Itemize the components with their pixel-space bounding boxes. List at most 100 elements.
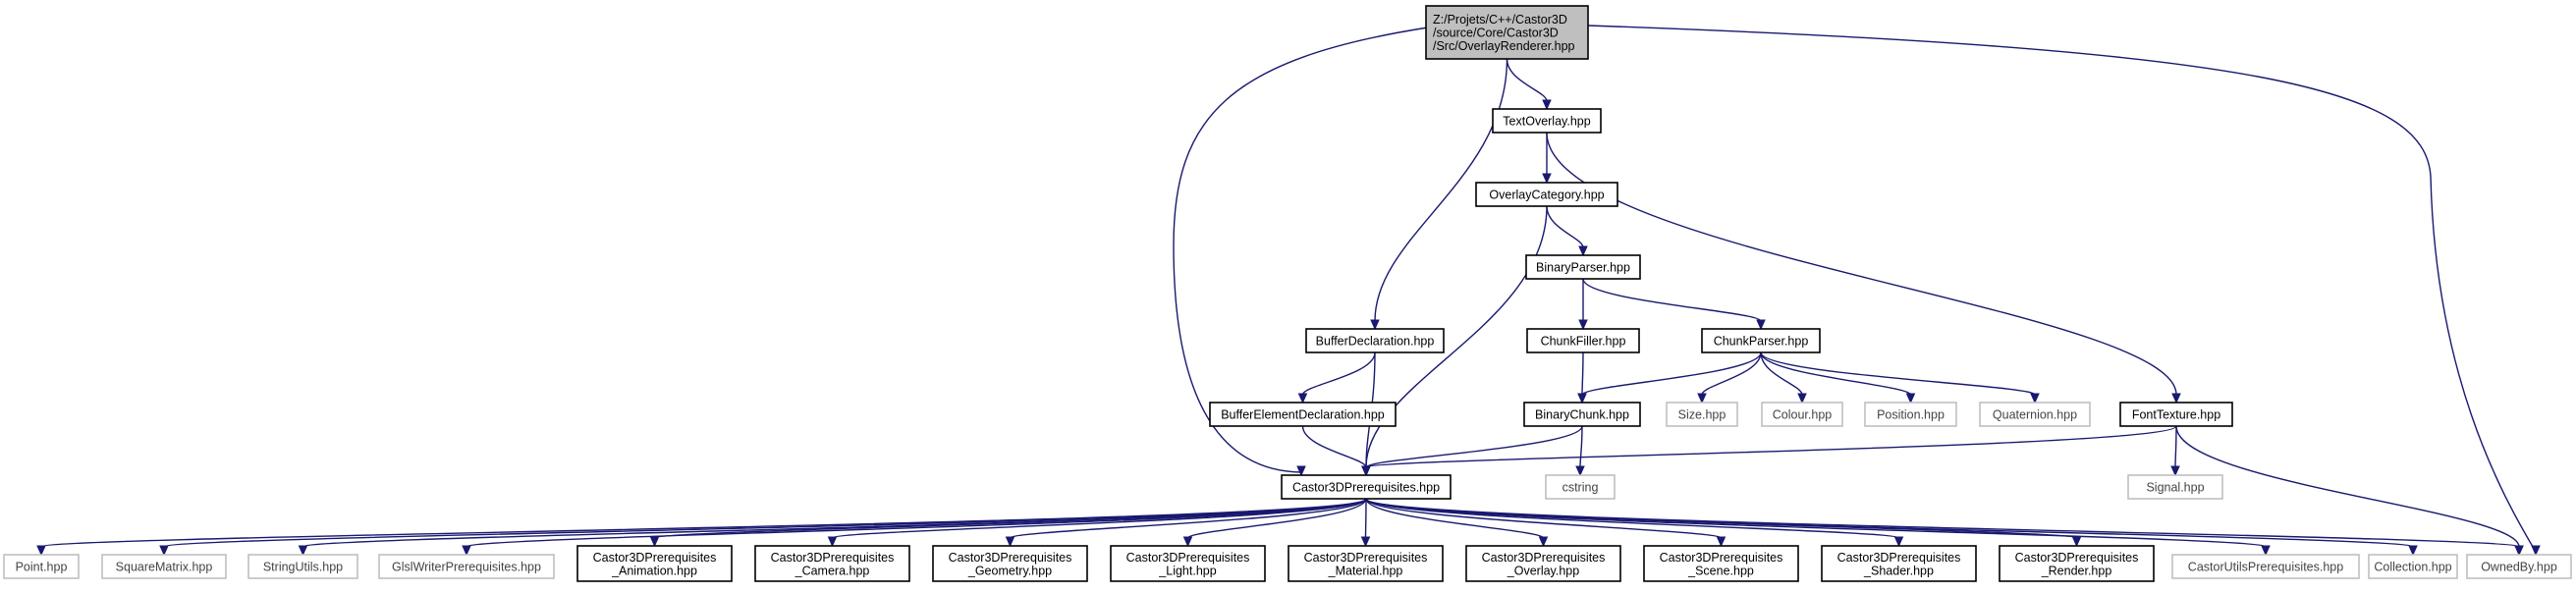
edge-castor3d_prerequisites-to-castor_utils_prerequisites [1365, 498, 2271, 557]
edge-binary_parser-to-chunk_parser [1582, 278, 1766, 331]
node-label: Quaternion.hpp [1993, 408, 2077, 422]
node-label: _Animation.hpp [611, 564, 697, 577]
node-prereq-overlay[interactable]: Castor3DPrerequisites_Overlay.hpp [1465, 545, 1621, 582]
node-prereq-render[interactable]: Castor3DPrerequisites_Render.hpp [1999, 545, 2155, 582]
node-box [2171, 554, 2360, 579]
node-quaternion: Quaternion.hpp [1979, 402, 2091, 427]
node-root[interactable]: Z:/Projets/C++/Castor3D/source/Core/Cast… [1425, 5, 1589, 60]
node-prereq-material[interactable]: Castor3DPrerequisites_Material.hpp [1288, 545, 1444, 582]
node-box [1701, 328, 1821, 353]
node-owned-by: OwnedBy.hpp [2466, 554, 2572, 579]
node-label: BufferDeclaration.hpp [1316, 335, 1435, 349]
node-overlay-category[interactable]: OverlayCategory.hpp [1475, 182, 1618, 207]
node-label: _Geometry.hpp [967, 564, 1052, 577]
node-label: OwnedBy.hpp [2481, 561, 2557, 574]
node-label: _Scene.hpp [1687, 564, 1754, 577]
edge-arrowhead [1360, 536, 1371, 548]
edge-root-to-castor3d_prerequisites [1173, 27, 1429, 477]
node-position: Position.hpp [1864, 402, 1957, 427]
node-label: TextOverlay.hpp [1503, 115, 1590, 129]
node-box [1761, 402, 1843, 427]
node-prereq-shader[interactable]: Castor3DPrerequisites_Shader.hpp [1821, 545, 1977, 582]
node-prereq-scene[interactable]: Castor3DPrerequisites_Scene.hpp [1643, 545, 1799, 582]
edge-line [1365, 498, 1545, 539]
node-box [932, 545, 1088, 582]
node-label: Position.hpp [1877, 408, 1945, 422]
node-box [1979, 402, 2091, 427]
edge-binary_chunk-to-castor3d_prerequisites [1361, 425, 1583, 477]
edge-line [1365, 498, 2414, 548]
edge-arrowhead [2071, 536, 2082, 548]
node-box [1465, 545, 1621, 582]
edge-arrowhead [1542, 99, 1552, 111]
node-box [1526, 328, 1640, 353]
edge-line [1760, 351, 2036, 396]
edge-line [1186, 498, 1367, 539]
node-label: OverlayCategory.hpp [1489, 189, 1604, 202]
edge-arrowhead [827, 536, 838, 548]
edge-arrowhead [2531, 545, 2541, 557]
edge-root-to-buffer_declaration [1370, 58, 1508, 331]
node-label: _Overlay.hpp [1507, 564, 1579, 577]
edge-line [1365, 498, 1900, 539]
node-binary-parser[interactable]: BinaryParser.hpp [1525, 254, 1641, 280]
edge-root-to-owned_by [1587, 25, 2541, 557]
node-binary-chunk[interactable]: BinaryChunk.hpp [1523, 402, 1641, 427]
edge-overlay_category-to-binary_parser [1546, 205, 1588, 257]
node-label: Colour.hpp [1773, 408, 1833, 422]
node-label: /source/Core/Castor3D [1433, 27, 1559, 40]
node-prereq-light[interactable]: Castor3DPrerequisites_Light.hpp [1110, 545, 1266, 582]
node-prereq-animation[interactable]: Castor3DPrerequisites_Animation.hpp [576, 545, 733, 582]
edge-arrowhead [1578, 245, 1588, 257]
edge-line [1546, 132, 2177, 396]
node-label: _Material.hpp [1328, 564, 1403, 577]
edge-arrowhead [2514, 545, 2524, 557]
edge-text_overlay-to-overlay_category [1542, 132, 1552, 185]
node-box [1281, 474, 1452, 500]
node-prereq-camera[interactable]: Castor3DPrerequisites_Camera.hpp [754, 545, 910, 582]
node-box [2127, 474, 2223, 500]
edge-arrowhead [1905, 393, 1916, 404]
edge-line [653, 498, 1367, 539]
node-label: Castor3DPrerequisites.hpp [1292, 481, 1440, 495]
edge-line [2174, 425, 2177, 468]
edge-castor3d_prerequisites-to-prereq_animation [649, 498, 1367, 548]
node-cstring: cstring [1545, 474, 1616, 500]
node-text-overlay[interactable]: TextOverlay.hpp [1492, 108, 1602, 134]
node-label: BufferElementDeclaration.hpp [1221, 408, 1385, 422]
edge-castor3d_prerequisites-to-prereq_camera [827, 498, 1367, 548]
node-label: BinaryChunk.hpp [1535, 408, 1629, 422]
node-buffer-declaration[interactable]: BufferDeclaration.hpp [1305, 328, 1445, 353]
edge-arrowhead [2408, 545, 2418, 557]
edge-font_texture-to-signal [2170, 425, 2180, 477]
node-box [1666, 402, 1738, 427]
node-box [1425, 5, 1589, 60]
node-box [754, 545, 910, 582]
node-box [1821, 545, 1977, 582]
node-collection: Collection.hpp [2368, 554, 2458, 579]
edge-arrowhead [462, 545, 471, 557]
node-label: StringUtils.hpp [263, 561, 343, 574]
edge-chunk_parser-to-binary_chunk [1577, 351, 1762, 404]
edge-arrowhead [1575, 465, 1585, 477]
node-label: Z:/Projets/C++/Castor3D [1433, 13, 1567, 27]
edge-line [1364, 498, 1367, 539]
node-prereq-geometry[interactable]: Castor3DPrerequisites_Geometry.hpp [932, 545, 1088, 582]
edge-line [1365, 425, 1583, 468]
edge-arrowhead [1542, 173, 1552, 185]
node-label: FontTexture.hpp [2132, 408, 2220, 422]
node-buffer-element-declaration[interactable]: BufferElementDeclaration.hpp [1209, 402, 1397, 427]
node-chunk-filler[interactable]: ChunkFiller.hpp [1526, 328, 1640, 353]
node-label: /Src/OverlayRenderer.hpp [1433, 39, 1575, 53]
edge-arrowhead [2030, 393, 2040, 404]
node-point: Point.hpp [3, 554, 80, 579]
node-chunk-parser[interactable]: ChunkParser.hpp [1701, 328, 1821, 353]
edge-arrowhead [1893, 536, 1904, 548]
node-label: BinaryParser.hpp [1536, 261, 1630, 275]
edge-line [1301, 425, 1367, 468]
edge-arrowhead [1296, 465, 1306, 477]
node-box [1643, 545, 1799, 582]
node-font-texture[interactable]: FontTexture.hpp [2119, 402, 2233, 427]
node-castor3d-prerequisites[interactable]: Castor3DPrerequisites.hpp [1281, 474, 1452, 500]
